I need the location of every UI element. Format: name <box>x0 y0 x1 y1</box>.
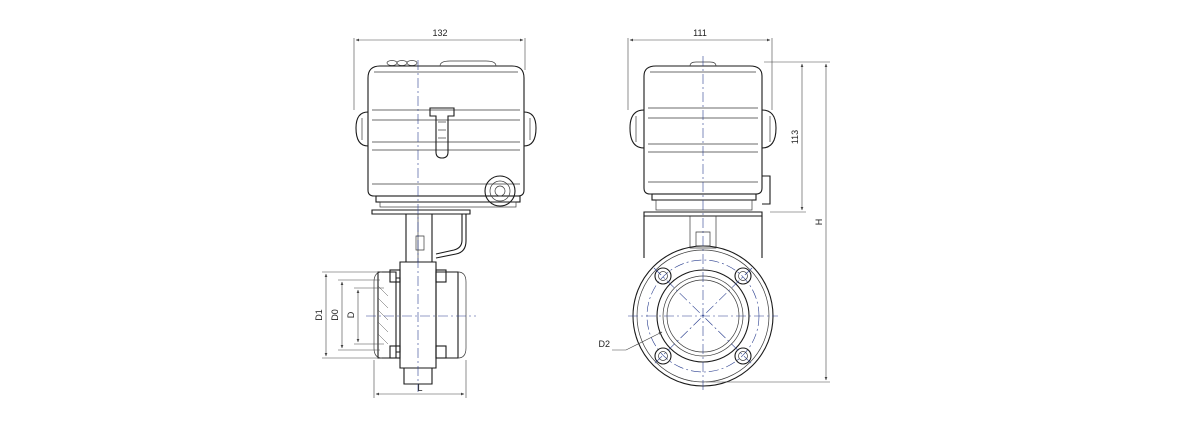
front-stem-bracket <box>371 209 471 263</box>
side-view <box>628 56 778 392</box>
dimension-labels: 132 111 113 H D1 D0 D L D2 <box>314 28 824 393</box>
dim-d2: D2 <box>598 339 610 349</box>
front-cable-gland <box>484 175 516 207</box>
dimension-lines <box>322 38 830 398</box>
side-stem-bracket <box>643 211 763 258</box>
dim-total-height: H <box>814 219 824 226</box>
dim-l: L <box>417 383 422 393</box>
dim-d: D <box>346 311 356 318</box>
front-valve-body <box>373 261 467 385</box>
dim-front-width: 132 <box>432 28 447 38</box>
dim-actuator-height: 113 <box>790 130 800 144</box>
dim-side-width: 111 <box>693 28 707 38</box>
front-view <box>355 60 537 392</box>
dim-d1: D1 <box>314 309 324 321</box>
front-actuator-housing <box>355 60 537 208</box>
side-bolts <box>654 267 752 365</box>
dim-d0: D0 <box>330 309 340 321</box>
